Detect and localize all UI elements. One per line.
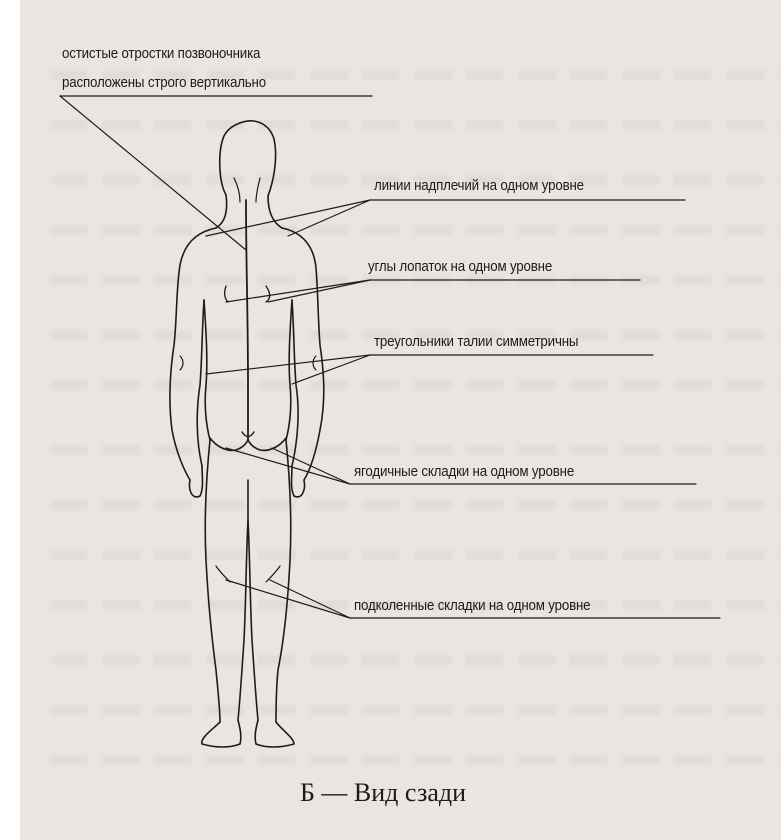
label-waist: треугольники талии симметричны <box>374 333 578 351</box>
figure-caption: Б — Вид сзади <box>300 778 466 808</box>
label-popliteal: подколенные складки на одном уровне <box>354 597 590 615</box>
book-page: остистые отростки позвоночника расположе… <box>20 0 781 840</box>
leader-lines <box>60 96 720 618</box>
label-spinous-line2: расположены строго вертикально <box>62 74 266 92</box>
label-spinous-line1: остистые отростки позвоночника <box>62 45 260 63</box>
label-gluteal: ягодичные складки на одном уровне <box>354 463 574 481</box>
label-shoulders: линии надплечий на одном уровне <box>374 177 584 195</box>
posture-diagram <box>20 0 781 840</box>
label-scapulae: углы лопаток на одном уровне <box>368 258 552 276</box>
